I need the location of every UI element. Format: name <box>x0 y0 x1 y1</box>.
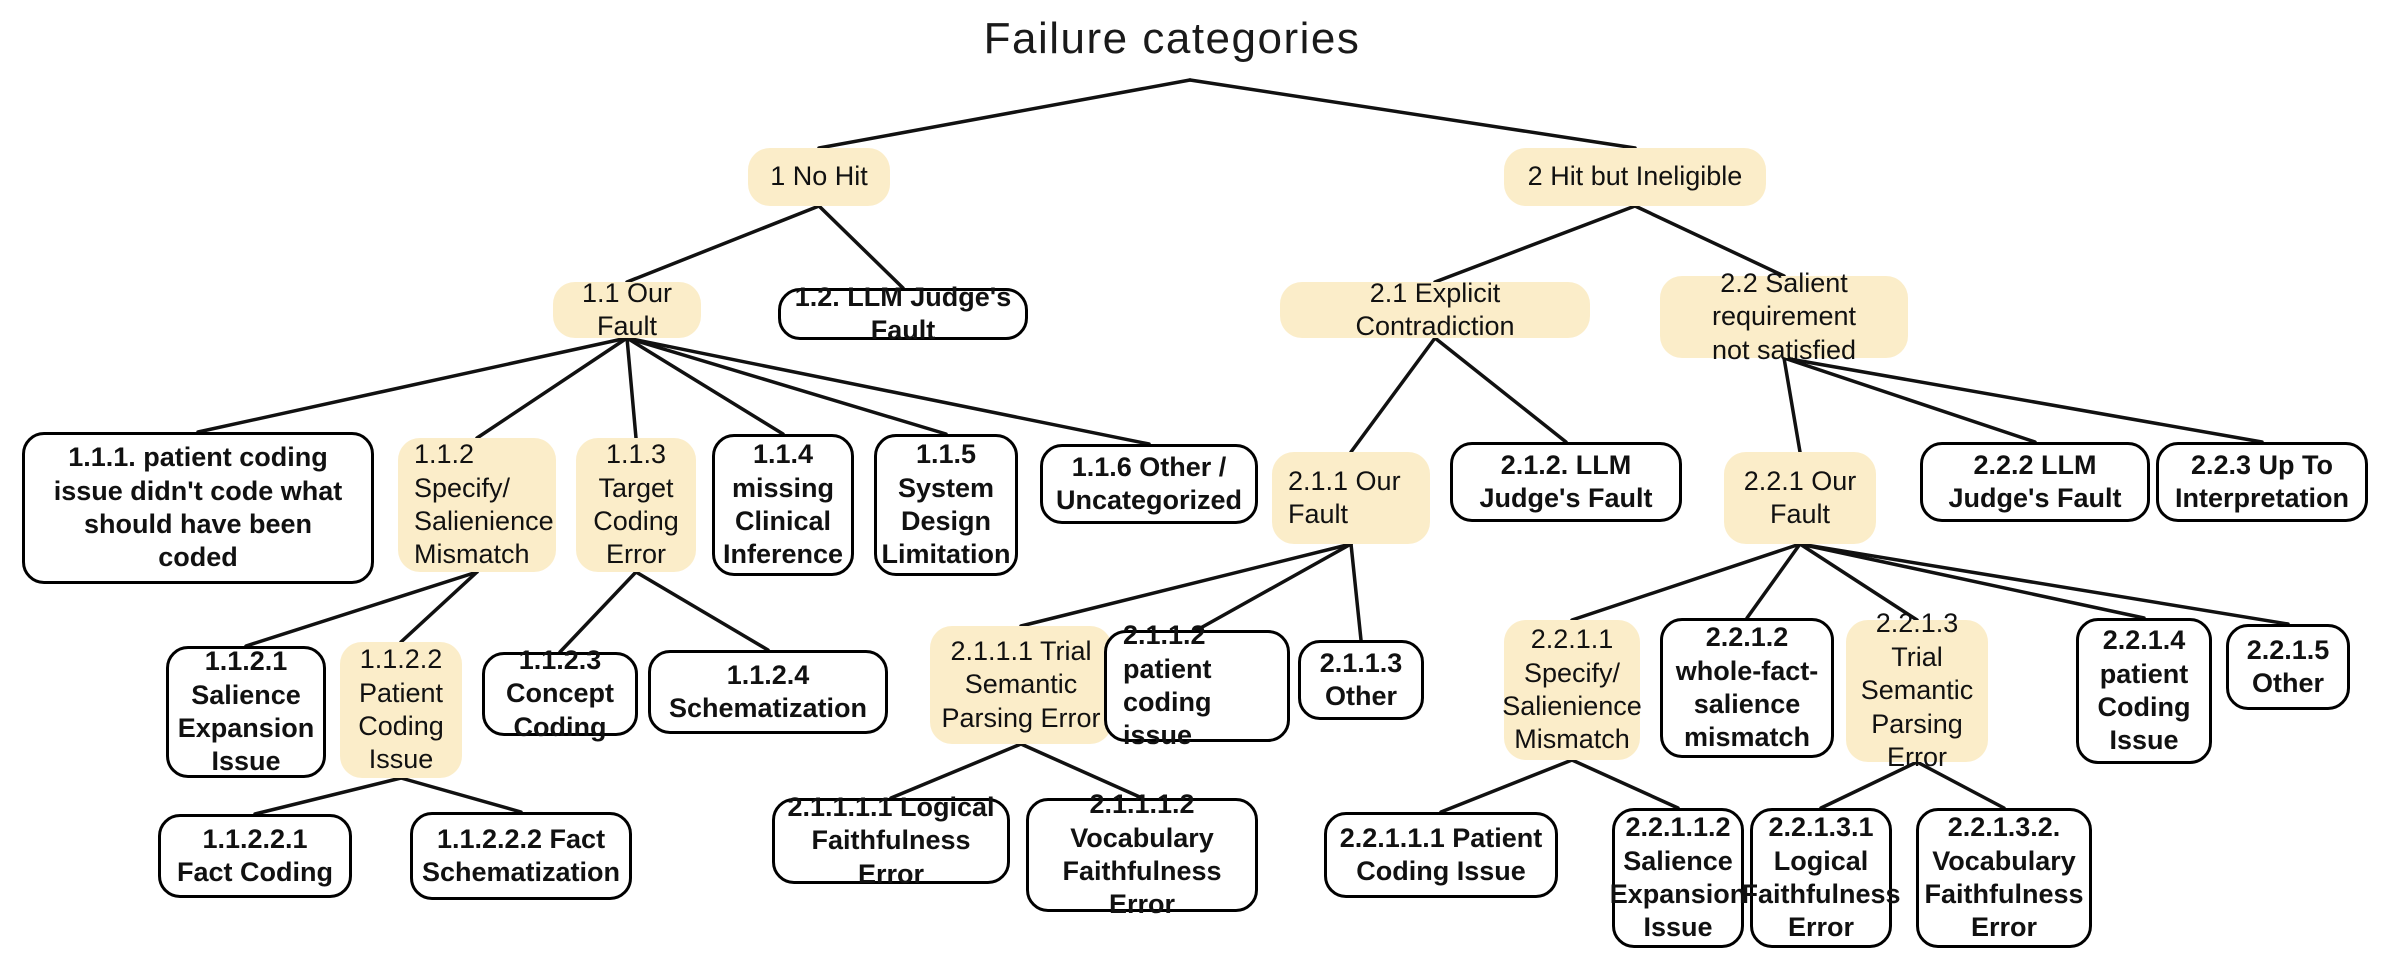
tree-node-1-1-2: 1.1.2 Specify/ Salienience Mismatch <box>398 438 556 572</box>
tree-node-1: 1 No Hit <box>748 148 890 206</box>
tree-node-1-1-3: 1.1.3 Target Coding Error <box>576 438 696 572</box>
tree-node-2-2-1: 2.2.1 Our Fault <box>1724 452 1876 544</box>
tree-node-2-1-1-2: 2.1.1.2 patient coding issue <box>1104 620 1290 750</box>
tree-node-2-2-1-4: 2.2.1.4 patient Coding Issue <box>2076 618 2212 764</box>
tree-node-1-1-2-3: 1.1.2.3 Concept Coding <box>482 645 638 742</box>
tree-node-2-1-1-1-2: 2.1.1.1.2 Vocabulary Faithfulness Error <box>1026 789 1258 919</box>
tree-node-2-1-1-3: 2.1.1.3 Other <box>1298 640 1424 720</box>
diagram-title: Failure categories <box>983 14 1361 63</box>
tree-node-1-1-1: 1.1.1. patient coding issue didn't code … <box>22 432 374 584</box>
tree-node-1-1-5: 1.1.5 System Design Limitation <box>874 434 1018 576</box>
tree-node-2-1-1: 2.1.1 Our Fault <box>1272 452 1430 544</box>
tree-node-2-1-2: 2.1.2. LLM Judge's Fault <box>1450 442 1682 522</box>
tree-node-2-1-1-1: 2.1.1.1 Trial Semantic Parsing Error <box>930 626 1112 744</box>
tree-node-2-2-1-1: 2.2.1.1 Specify/ Salienience Mismatch <box>1502 620 1642 760</box>
tree-node-2-2-3: 2.2.3 Up To Interpretation <box>2156 442 2368 522</box>
tree-node-1-1-4: 1.1.4 missing Clinical Inference <box>712 434 854 576</box>
tree-node-2-2-1-3-2: 2.2.1.3.2. Vocabulary Faithfulness Error <box>1916 808 2092 948</box>
tree-node-2-2-2: 2.2.2 LLM Judge's Fault <box>1920 442 2150 522</box>
tree-node-2-2-1-2: 2.2.1.2 whole-fact- salience mismatch <box>1660 618 1834 758</box>
tree-node-2-1: 2.1 Explicit Contradiction <box>1280 278 1590 341</box>
tree-node-1-1-2-2-1: 1.1.2.2.1 Fact Coding <box>158 814 352 898</box>
tree-node-2-2-1-5: 2.2.1.5 Other <box>2226 624 2350 710</box>
tree-node-2-2-1-3-1: 2.2.1.3.1 Logical Faithfulness Error <box>1741 808 1901 948</box>
tree-node-1-1: 1.1 Our Fault <box>553 278 701 341</box>
tree-node-1-1-6: 1.1.6 Other / Uncategorized <box>1040 444 1258 524</box>
tree-node-2-2-1-1-1: 2.2.1.1.1 Patient Coding Issue <box>1324 812 1558 898</box>
tree-node-2-2-1-1-2: 2.2.1.1.2 Salience Expansion Issue <box>1610 808 1746 948</box>
tree-node-2-2: 2.2 Salient requirement not satisfied <box>1660 268 1908 365</box>
tree-node-2: 2 Hit but Ineligible <box>1504 148 1766 206</box>
tree-node-1-2: 1.2. LLM Judge's Fault <box>778 282 1028 345</box>
tree-node-1-1-2-4: 1.1.2.4 Schematization <box>648 650 888 734</box>
tree-node-1-1-2-2: 1.1.2.2 Patient Coding Issue <box>340 642 462 778</box>
tree-node-2-2-1-3: 2.2.1.3 Trial Semantic Parsing Error <box>1846 608 1988 772</box>
tree-node-1-1-2-2-2: 1.1.2.2.2 Fact Schematization <box>410 812 632 900</box>
tree-node-1-1-2-1: 1.1.2.1 Salience Expansion Issue <box>166 646 326 778</box>
tree-node-2-1-1-1-1: 2.1.1.1.1 Logical Faithfulness Error <box>772 792 1010 889</box>
